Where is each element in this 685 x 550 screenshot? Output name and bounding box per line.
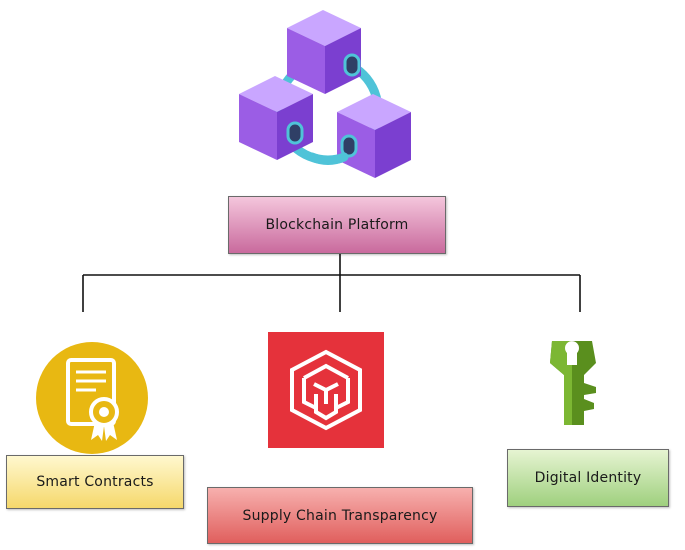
smart-contracts-box: Smart Contracts — [6, 455, 184, 509]
certificate-icon — [36, 342, 148, 454]
blockchain-platform-box: Blockchain Platform — [228, 196, 446, 254]
digital-identity-box: Digital Identity — [507, 449, 669, 507]
digital-identity-label: Digital Identity — [534, 470, 642, 486]
blockchain-platform-label: Blockchain Platform — [265, 217, 409, 233]
key-icon — [550, 341, 596, 425]
smart-contracts-label: Smart Contracts — [36, 474, 154, 490]
supply-chain-transparency-box: Supply Chain Transparency — [207, 487, 473, 544]
supply-chain-icon — [268, 332, 384, 448]
blockchain-icon — [239, 10, 411, 178]
supply-chain-transparency-label: Supply Chain Transparency — [242, 507, 438, 524]
